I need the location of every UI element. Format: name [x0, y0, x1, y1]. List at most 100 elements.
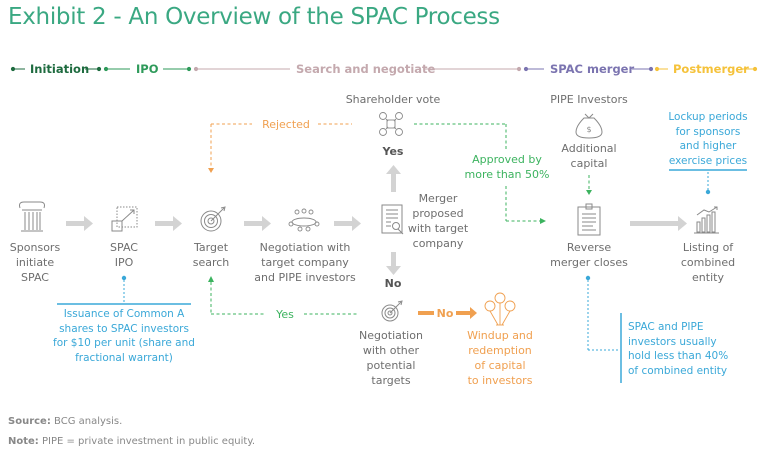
pillar-icon	[19, 201, 45, 232]
phase-postmerger: Postmerger	[673, 62, 749, 76]
rejected-path	[210, 123, 352, 168]
vote-no-label: No	[384, 277, 402, 290]
label-line: Issuance of Common A	[63, 308, 185, 320]
source-label: Source:	[8, 416, 51, 427]
label-line: initiate	[15, 256, 55, 269]
capital-arrowhead	[586, 190, 592, 195]
issuance-note: Issuance of Common A shares to SPAC inve…	[52, 307, 196, 365]
phase-spac-merger: SPAC merger	[550, 62, 635, 76]
yes-loop-path	[210, 282, 358, 315]
flow-arrow	[155, 216, 182, 231]
holdings-note-connector	[585, 275, 622, 383]
label-line: for sponsors	[675, 125, 741, 138]
label-line: Negotiation	[359, 329, 423, 342]
label-line: Reverse	[566, 241, 612, 254]
phase-timeline	[10, 66, 758, 72]
phase-initiation: Initiation	[30, 62, 90, 76]
phase-search-line	[193, 66, 522, 72]
step-negotiation: Negotiation with target company and PIPE…	[250, 240, 360, 285]
approved-path	[414, 123, 540, 222]
note-footnote: Note: PIPE = private investment in publi…	[8, 436, 255, 447]
meeting-icon	[288, 208, 320, 232]
label-line: shares to SPAC investors	[59, 322, 189, 335]
rejected-arrowhead	[208, 168, 214, 173]
no-arrow	[418, 307, 477, 319]
label-line: proposed	[412, 207, 464, 220]
pipe-investors-heading: PIPE Investors	[550, 93, 628, 106]
document-review-icon	[381, 204, 404, 235]
step-merger-proposed: Merger proposed with target company	[406, 191, 470, 251]
flow-arrow	[244, 216, 271, 231]
label-line: company	[412, 237, 464, 250]
label-line: and PIPE investors	[254, 271, 356, 284]
approved-label: Approved by more than 50%	[462, 152, 552, 182]
label-line: IPO	[114, 256, 134, 269]
issuance-note-connector	[57, 275, 191, 305]
label-line: of combined entity	[628, 364, 728, 377]
phase-search-negotiate: Search and negotiate	[296, 62, 436, 76]
rejected-label: Rejected	[262, 118, 310, 131]
label-line: hold less than 40%	[628, 350, 729, 362]
redemption-balloons-icon	[484, 292, 516, 326]
flow-arrow	[66, 216, 93, 231]
dollar-sign: $	[586, 125, 591, 134]
label-line: Negotiation with	[259, 241, 351, 254]
label-line: investors usually	[628, 335, 717, 348]
target-icon	[200, 206, 226, 232]
label-line: targets	[371, 374, 411, 387]
label-line: and higher	[679, 140, 737, 152]
label-line: Sponsors	[9, 241, 61, 254]
label-line: more than 50%	[464, 168, 550, 181]
step-target-search: Target search	[181, 240, 241, 270]
note-text: PIPE = private investment in public equi…	[38, 436, 256, 447]
label-line: Lockup periods	[668, 111, 748, 123]
ipo-expand-icon	[111, 206, 138, 232]
money-bag-icon	[575, 113, 603, 139]
phase-ipo-line	[103, 66, 192, 72]
label-line: capital	[570, 157, 608, 170]
label-line: Additional	[561, 142, 617, 155]
step-windup: Windup and redemption of capital to inve…	[462, 328, 538, 388]
label-line: exercise prices	[668, 154, 748, 167]
holdings-note: SPAC and PIPE investors usually hold les…	[628, 320, 738, 378]
label-line: target company	[261, 256, 349, 269]
label-line: entity	[692, 271, 724, 284]
lockup-note-connector	[669, 169, 747, 195]
page-title: Exhibit 2 - An Overview of the SPAC Proc…	[8, 4, 500, 30]
phase-postmerger-line	[654, 66, 758, 72]
target-icon-small	[381, 300, 403, 322]
yes-loop-arrowhead	[208, 276, 214, 282]
label-line: combined	[680, 256, 736, 269]
label-line: for $10 per unit (share and	[53, 337, 195, 349]
label-line: with other	[362, 344, 420, 357]
label-line: search	[192, 256, 230, 269]
step-sponsors-initiate: Sponsors initiate SPAC	[4, 240, 66, 285]
shareholder-network-icon	[379, 112, 403, 136]
flow-arrow	[334, 216, 361, 231]
shareholder-vote-heading: Shareholder vote	[345, 93, 441, 106]
source-footnote: Source: BCG analysis.	[8, 416, 122, 427]
source-text: BCG analysis.	[50, 416, 123, 427]
vote-yes-label: Yes	[382, 145, 404, 158]
phase-ipo: IPO	[136, 62, 159, 76]
label-line: Windup and	[467, 329, 533, 342]
label-line: redemption	[468, 344, 532, 357]
label-line: of capital	[474, 359, 526, 372]
step-spac-ipo: SPAC IPO	[94, 240, 154, 270]
lockup-note: Lockup periods for sponsors and higher e…	[668, 110, 748, 168]
label-line: with target	[407, 222, 469, 235]
loop-yes-label: Yes	[276, 308, 294, 321]
phase-initiation-line	[10, 66, 102, 72]
step-reverse-merger: Reverse merger closes	[544, 240, 634, 270]
approved-arrowhead	[540, 218, 546, 224]
label-line: to investors	[467, 374, 533, 387]
label-line: SPAC and PIPE	[628, 321, 704, 333]
note-label: Note:	[8, 436, 39, 447]
label-line: Target	[193, 241, 229, 254]
no-arrow-label: No	[436, 307, 454, 320]
step-other-targets: Negotiation with other potential targets	[356, 328, 426, 388]
label-line: merger closes	[550, 256, 628, 269]
label-line: Listing of	[682, 241, 734, 254]
phase-spac-merger-line	[523, 66, 654, 72]
